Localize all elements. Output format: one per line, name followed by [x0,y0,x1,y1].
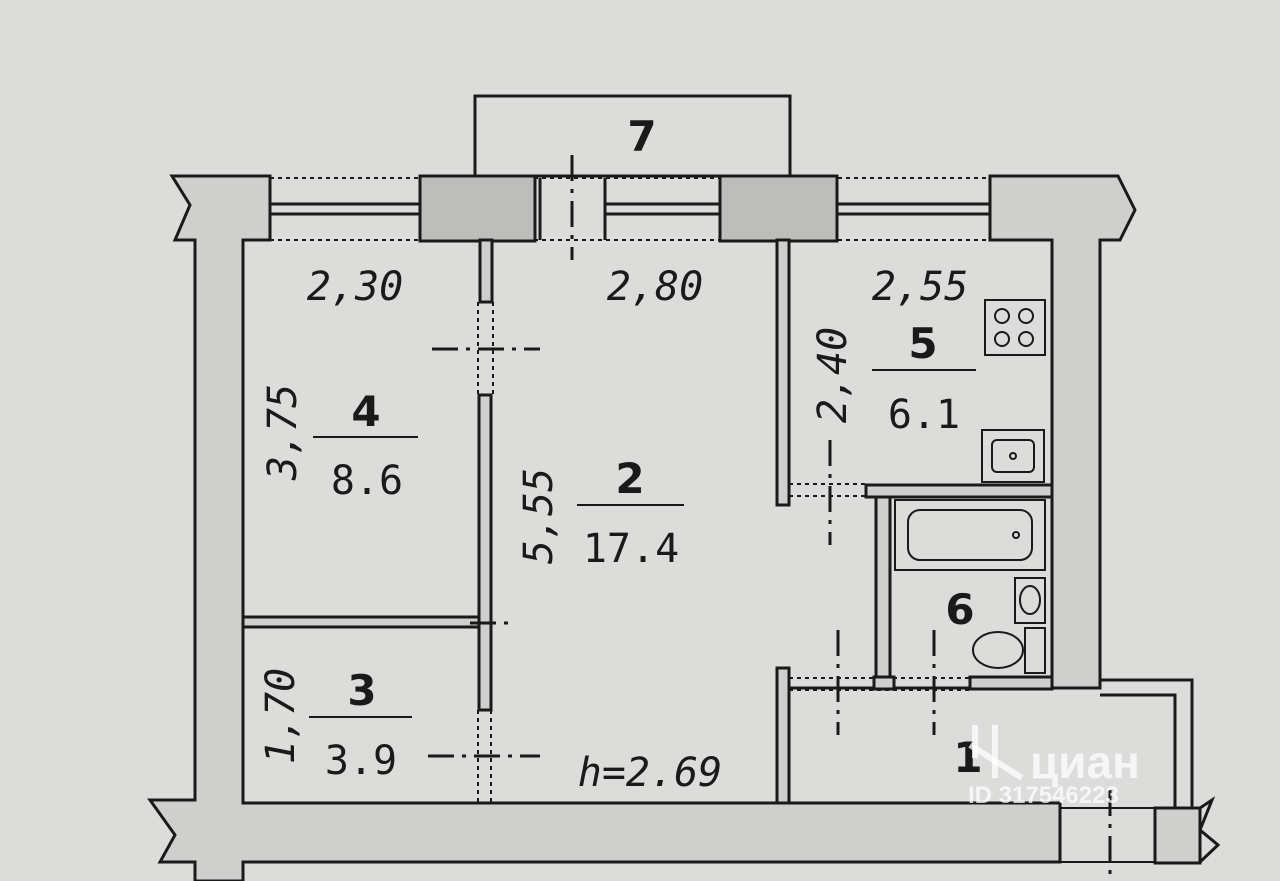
svg-text:7: 7 [627,112,656,161]
wall-right [988,174,1137,690]
cian-logo-text: циан [1030,736,1140,788]
room-5-label: 5 6.1 [872,319,976,438]
wall-pier-middle [718,174,839,243]
room-4-label: 4 8.6 [313,387,418,504]
top-window-lines [270,155,990,260]
stove-icon [984,299,1046,356]
partition-4-2-lower [477,393,493,712]
svg-text:1: 1 [953,733,982,782]
dimension-room5-length: 2,40 [810,327,856,423]
wall-pier-left [418,174,537,243]
svg-text:5: 5 [908,319,937,368]
partition-4-2-upper [478,238,494,304]
washbasin-icon [1014,577,1046,624]
dimension-room2-length: 5,55 [516,468,562,564]
svg-text:4: 4 [351,387,380,436]
partition-4-3 [241,615,481,629]
wall-right-lower-stub [1153,806,1202,865]
dimension-room4-width: 2,30 [307,264,403,310]
cian-watermark: циан ID 317546223 [968,725,1140,809]
svg-text:3.9: 3.9 [325,738,397,784]
balcony-outline [473,94,792,178]
corridor-outline [790,678,1194,810]
dimension-room3-length: 1,70 [258,668,304,764]
room-1-label: 1 [953,733,982,782]
partition-2-5 [775,238,791,507]
room-3-label: 3 3.9 [309,666,412,784]
bathtub-icon [894,499,1046,571]
svg-text:6: 6 [945,585,974,634]
room-2-label: 2 17.4 [577,454,684,572]
svg-text:2: 2 [615,454,644,503]
svg-text:8.6: 8.6 [331,458,403,504]
cian-logo-icon [968,725,1024,781]
ceiling-height: h=2.69 [578,750,723,796]
partition-5-6 [864,483,1054,499]
room-7-label: 7 [627,112,656,161]
wall-left [147,174,1062,881]
dimension-room5-width: 2,55 [872,264,968,310]
kitchen-sink-icon [981,429,1045,483]
partition-2-1 [775,666,791,805]
svg-text:17.4: 17.4 [583,526,679,572]
dimension-room4-length: 3,75 [260,384,306,481]
listing-id: ID 317546223 [968,782,1119,809]
room-6-label: 6 [945,585,974,634]
partition-6-left [874,495,892,689]
svg-text:3: 3 [347,666,376,715]
toilet-icon [972,627,1046,674]
dimension-room2-width: 2,80 [607,264,703,310]
svg-text:6.1: 6.1 [888,392,960,438]
